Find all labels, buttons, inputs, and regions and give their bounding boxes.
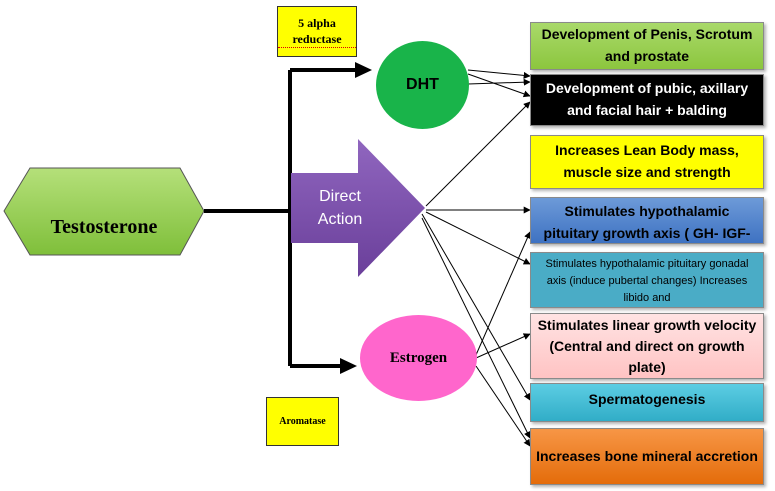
direct-action-line1: Direct xyxy=(319,187,361,205)
testosterone-node xyxy=(3,167,205,256)
enzyme-aromatase: Aromatase xyxy=(266,397,339,446)
effect-box-gonadal-axis: Stimulates hypothalamic pituitary gonada… xyxy=(530,252,764,308)
connector-estrogen-effect-3 xyxy=(475,231,531,356)
connector-estrogen-effect-7 xyxy=(475,365,531,447)
effect-box-linear-growth: Stimulates linear growth velocity (Centr… xyxy=(530,313,764,379)
connector-estrogen-effect-5 xyxy=(475,333,531,359)
effect-box-bone-mineral: Increases bone mineral accretion xyxy=(530,428,764,485)
effect-box-growth-axis: Stimulates hypothalamic pituitary growth… xyxy=(530,197,764,244)
main-connectors xyxy=(204,68,358,368)
enzyme-5-alpha-reductase: 5 alpha reductase xyxy=(277,6,357,57)
connector-direct-effect-4 xyxy=(425,211,531,265)
enzyme-5-alpha-reductase-label: 5 alpha reductase xyxy=(278,15,356,49)
connector-direct-effect-2 xyxy=(425,101,531,207)
effect-box-hair-development: Development of pubic, axillary and facia… xyxy=(530,74,764,126)
direct-action-line2: Action xyxy=(317,211,363,228)
effect-connectors xyxy=(421,69,531,447)
testosterone-label: Testosterone xyxy=(50,215,158,238)
connector-direct-effect-7 xyxy=(421,217,531,439)
effect-box-genital-development: Development of Penis, Scrotum and prosta… xyxy=(530,22,764,70)
dht-node: DHT xyxy=(376,41,469,129)
effect-box-lean-body-mass: Increases Lean Body mass, muscle size an… xyxy=(530,135,764,189)
effect-box-spermatogenesis: Spermatogenesis xyxy=(530,383,764,422)
arrowhead-to-estrogen xyxy=(340,358,357,374)
direct-action-label: Direct Action xyxy=(291,178,389,238)
connector-dht-effect-1b xyxy=(467,78,531,86)
estrogen-node: Estrogen xyxy=(360,315,477,401)
arrowhead-to-dht xyxy=(355,62,372,78)
direct-action-arrow xyxy=(291,139,425,277)
connector-dht-effect-1 xyxy=(467,73,531,98)
connector-dht-effect-0 xyxy=(467,69,531,79)
connector-direct-effect-6 xyxy=(421,213,531,401)
